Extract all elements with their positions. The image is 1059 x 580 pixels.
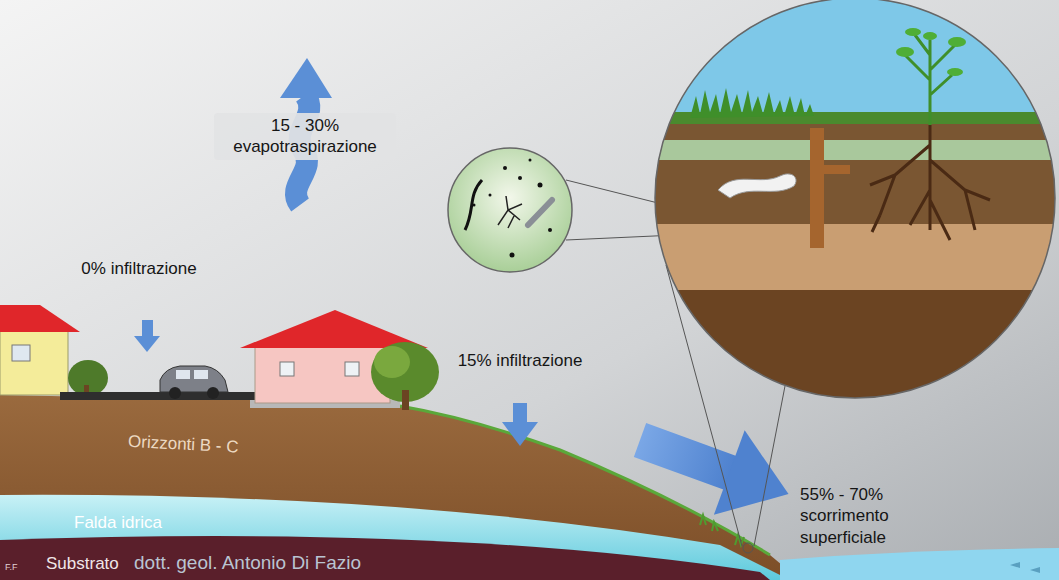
flow-label: 0% infiltrazione (78, 258, 200, 279)
flow-label: Falda idrica (74, 512, 214, 533)
watermark: dott. geol. Antonio Di Fazio (134, 551, 434, 575)
flow-label: 55% - 70% scorrimento superficiale (800, 484, 922, 548)
flow-label: 15% infiltrazione (455, 350, 585, 371)
flow-label: 15 - 30% evapotraspirazione (214, 113, 396, 160)
flow-label: Substrato (46, 553, 128, 574)
flow-label: F.F (5, 562, 35, 573)
